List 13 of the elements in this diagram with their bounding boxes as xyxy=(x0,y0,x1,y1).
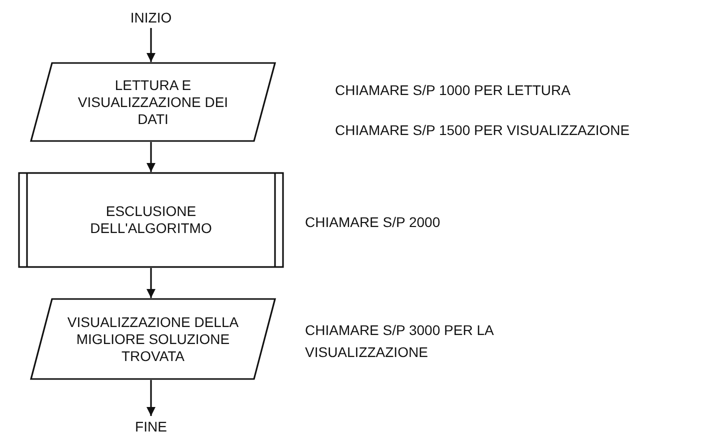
step-label: VISUALIZZAZIONE DELLA MIGLIORE SOLUZIONE TROVATA xyxy=(66,314,240,364)
arrow xyxy=(146,268,156,298)
arrow xyxy=(146,142,156,172)
step-label: ESCLUSIONE DELL'ALGORITMO xyxy=(89,203,213,237)
step-label: LETTURA E VISUALIZZAZIONE DEI DATI xyxy=(76,76,230,128)
arrow xyxy=(146,380,156,416)
terminal-label: INIZIO xyxy=(130,10,172,26)
arrow xyxy=(146,28,156,62)
terminal-label: FINE xyxy=(135,418,167,436)
subroutine-note: CHIAMARE S/P 2000 xyxy=(305,213,442,232)
subroutine-note: CHIAMARE S/P 3000 PER LA VISUALIZZAZIONE xyxy=(305,321,495,362)
subroutine-note: CHIAMARE S/P 1500 PER VISUALIZZAZIONE xyxy=(335,121,631,140)
subroutine-note: CHIAMARE S/P 1000 PER LETTURA xyxy=(335,81,572,100)
